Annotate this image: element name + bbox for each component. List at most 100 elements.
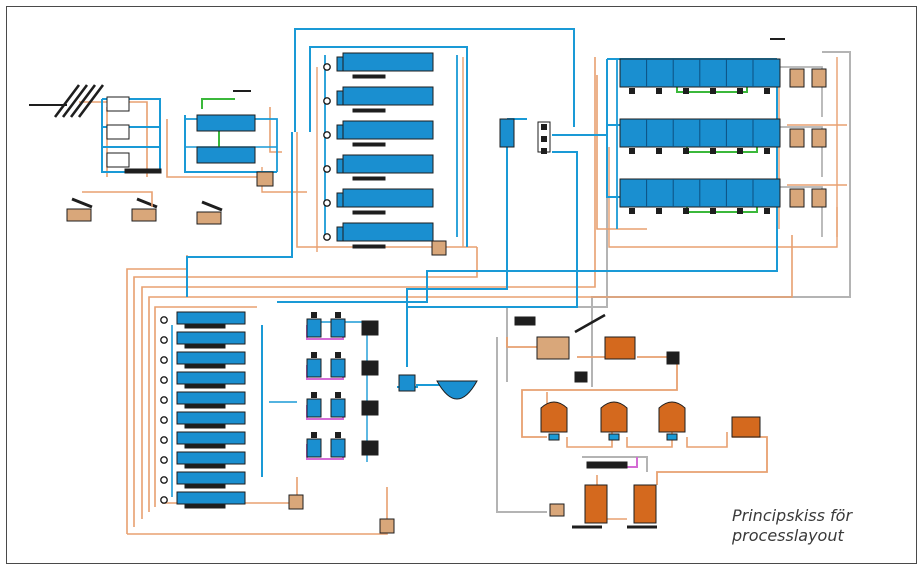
dewatering-unit: [586, 461, 628, 469]
final-clarifier: [176, 471, 246, 485]
final-clarifier: [176, 311, 246, 325]
valve: [541, 148, 547, 154]
secondary-clarifier: [789, 68, 805, 88]
grit-chamber: [106, 124, 130, 140]
pump-symbol: [160, 336, 168, 344]
aerator: [656, 208, 662, 214]
green-line: [201, 98, 235, 109]
intake-screen: [53, 84, 81, 118]
scraper-bridge: [352, 74, 386, 79]
sludge-pump-station: [256, 171, 274, 187]
scraper-bridge: [184, 464, 226, 469]
pump-symbol: [323, 233, 331, 241]
effluent-pump-station: [398, 374, 416, 392]
aerator: [737, 148, 743, 154]
final-clarifier: [176, 491, 246, 505]
pump-symbol: [160, 436, 168, 444]
grey-line: [496, 337, 547, 513]
scraper-bridge: [352, 142, 386, 147]
settling-tank-hopper: [336, 90, 344, 106]
final-clarifier: [176, 451, 246, 465]
grey-line: [591, 51, 851, 387]
screw-conveyor: [201, 200, 223, 212]
filter-cell: [306, 318, 322, 338]
sludge-thickener: [536, 336, 570, 360]
collection-channel: [124, 168, 162, 174]
aerator: [737, 88, 743, 94]
pump-symbol: [160, 496, 168, 504]
pump-symbol: [160, 316, 168, 324]
pump-symbol: [323, 165, 331, 173]
pump-symbol: [160, 416, 168, 424]
valve: [311, 432, 317, 438]
settling-tank-hopper: [336, 124, 344, 140]
aerator: [764, 88, 770, 94]
primary-settling-tank: [342, 52, 434, 72]
scraper-bridge: [184, 404, 226, 409]
anaerobic-digester: [600, 401, 628, 433]
water-main-line: [309, 46, 468, 247]
process-layout-diagram: [29, 28, 851, 535]
sludge-line: [506, 337, 537, 348]
valve: [335, 432, 341, 438]
digester-base: [608, 433, 620, 441]
intake-screen: [69, 84, 97, 118]
sludge-return-line: [133, 247, 478, 527]
sludge-container: [66, 208, 92, 222]
diagram-caption: Principskiss för processlayout: [732, 506, 912, 546]
aerator: [683, 88, 689, 94]
secondary-clarifier: [811, 128, 827, 148]
valve: [311, 352, 317, 358]
final-clarifier: [176, 351, 246, 365]
sludge-return-line: [127, 487, 388, 535]
buffer-tank: [499, 118, 515, 148]
secondary-clarifier: [789, 188, 805, 208]
settling-tank-hopper: [336, 56, 344, 72]
sludge-container: [196, 211, 222, 225]
primary-settling-tank: [342, 222, 434, 242]
water-main-line: [186, 132, 293, 297]
sludge-silo: [633, 484, 657, 524]
sludge-return-line: [154, 306, 257, 507]
scraper-bridge: [184, 344, 226, 349]
pump-symbol: [160, 396, 168, 404]
secondary-clarifier: [789, 128, 805, 148]
aerator: [629, 208, 635, 214]
scraper-bridge: [352, 210, 386, 215]
filter-cell: [330, 358, 346, 378]
sludge-line: [686, 432, 728, 448]
chemical-dosing-unit: [514, 316, 536, 326]
valve: [335, 392, 341, 398]
settling-tank-hopper: [336, 192, 344, 208]
scraper-bridge: [352, 108, 386, 113]
valve: [335, 312, 341, 318]
scraper-bridge: [184, 444, 226, 449]
filter-cell: [330, 438, 346, 458]
pump-symbol: [323, 131, 331, 139]
pump-symbol: [323, 199, 331, 207]
sludge-return-line: [141, 57, 596, 519]
sludge-line: [82, 191, 153, 207]
aerator: [737, 208, 743, 214]
valve: [541, 136, 547, 142]
sludge-container: [131, 208, 157, 222]
final-clarifier: [176, 331, 246, 345]
pump-symbol: [160, 476, 168, 484]
filter-cell: [330, 318, 346, 338]
aerator: [764, 148, 770, 154]
aerator: [710, 88, 716, 94]
scraper-bridge: [184, 504, 226, 509]
valve: [335, 352, 341, 358]
sludge-pump-station: [431, 240, 447, 256]
primary-settling-tank: [342, 120, 434, 140]
grit-chamber: [106, 96, 130, 112]
scraper-bridge: [184, 484, 226, 489]
primary-settling-tank: [342, 86, 434, 106]
aerator: [629, 148, 635, 154]
aerator: [629, 88, 635, 94]
scraper-bridge: [184, 424, 226, 429]
caption-line-2: processlayout: [732, 526, 844, 545]
valve: [541, 124, 547, 130]
pump-symbol: [160, 456, 168, 464]
pump-symbol: [323, 97, 331, 105]
